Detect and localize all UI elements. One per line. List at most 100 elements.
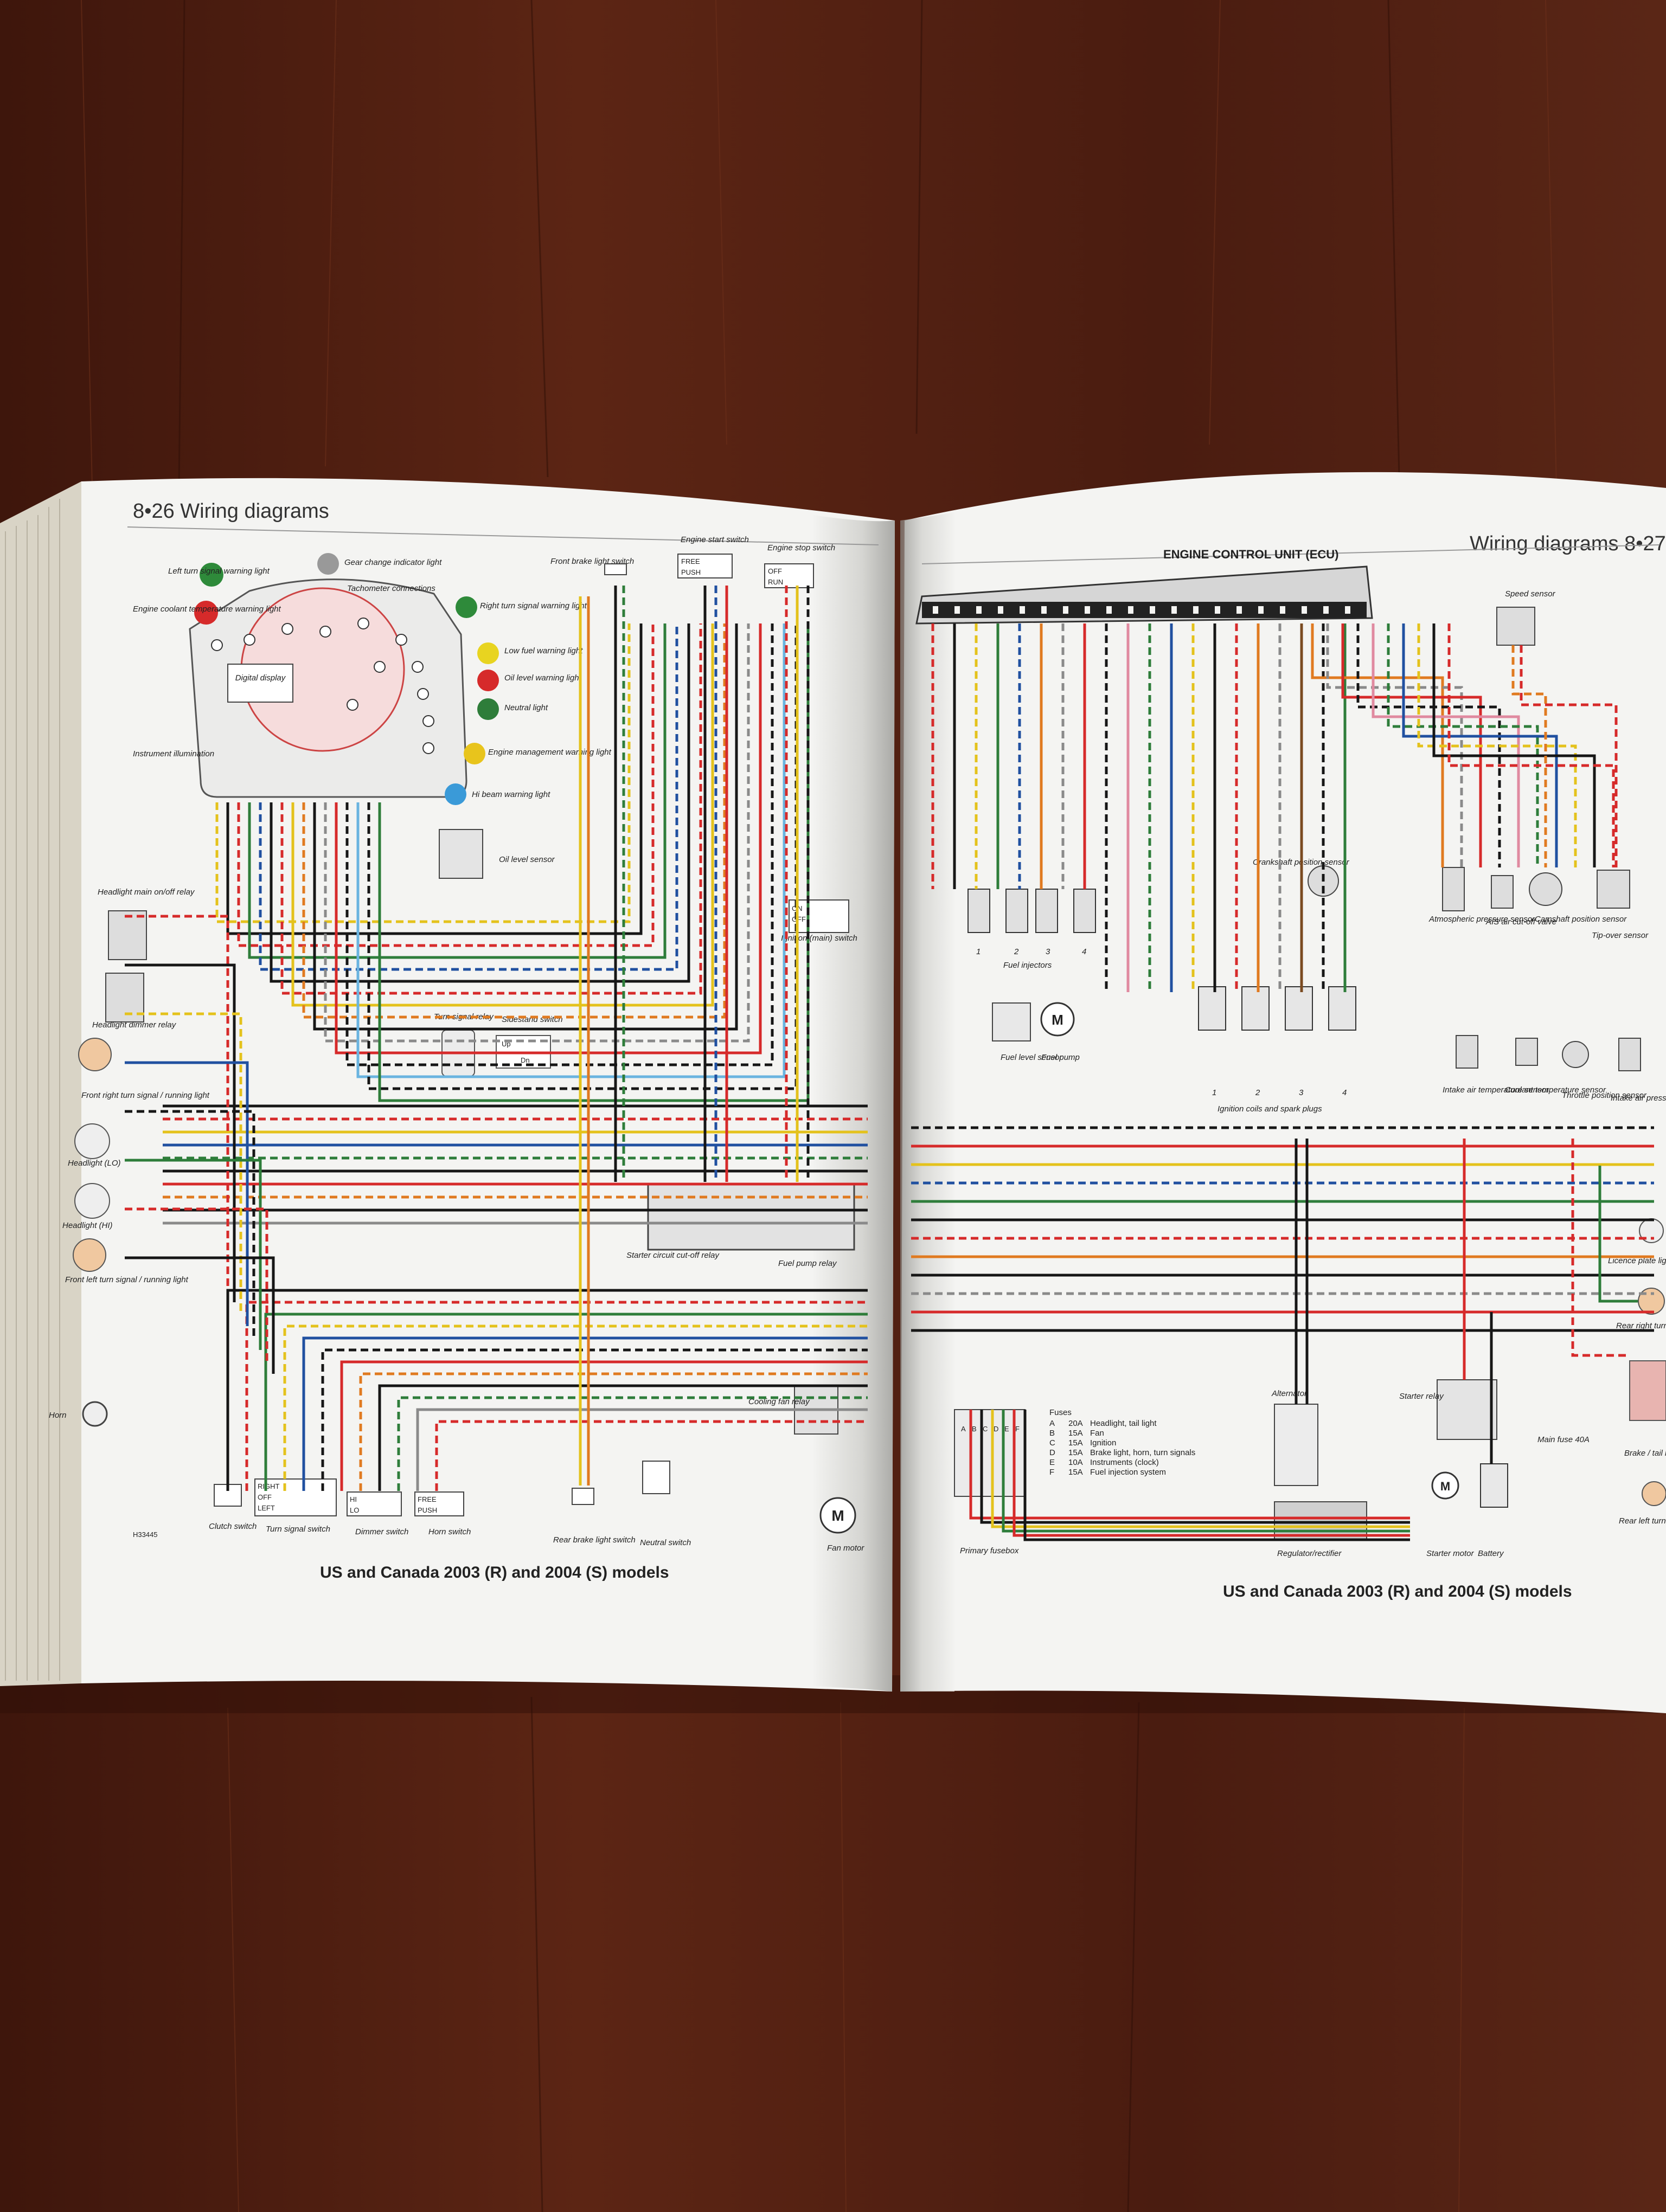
- wire: [969, 1410, 1410, 1520]
- wire: [1311, 623, 1444, 867]
- warning-light-coolant-icon: [194, 601, 218, 625]
- fusebox-e: E: [1004, 1425, 1009, 1433]
- dim-lo-label: LO: [350, 1506, 359, 1514]
- wire: [125, 915, 229, 1290]
- headlight-lo-bulb-icon: [74, 1123, 110, 1159]
- engine-stop-switch-label: Engine stop switch: [767, 543, 835, 552]
- left-turn-label: Left turn signal warning light: [168, 567, 270, 576]
- hi-beam-label: Hi beam warning light: [472, 790, 550, 799]
- turn-signal-switch-label: Turn signal switch: [266, 1525, 330, 1534]
- wire: [302, 1336, 868, 1491]
- fan-motor-icon: M: [819, 1497, 856, 1534]
- low-fuel-label: Low fuel warning light: [504, 646, 583, 655]
- fuel-level-sensor-label: Fuel level sensor: [1001, 1053, 1062, 1062]
- left-page: 8•26 Wiring diagrams Digital display Lef…: [49, 500, 879, 1581]
- fuse-id: A: [1049, 1419, 1055, 1428]
- fuse-amp: 15A: [1068, 1468, 1083, 1477]
- wire: [259, 623, 678, 971]
- wire: [270, 623, 690, 983]
- coil-3-num: 3: [1299, 1088, 1304, 1097]
- wire: [1598, 1166, 1638, 1303]
- atmospheric-sensor-label: Atmospheric pressure sensor: [1428, 915, 1535, 924]
- wire: [125, 1256, 275, 1374]
- throttle-sensor-icon: [1562, 1041, 1589, 1068]
- wire: [1402, 623, 1558, 867]
- stop-off-label: OFF: [768, 567, 782, 575]
- wire: [125, 1012, 242, 1314]
- wire: [397, 1396, 868, 1491]
- coolant-label: Engine coolant temperature warning light: [133, 605, 281, 614]
- wire: [1326, 623, 1463, 867]
- wire: [321, 1348, 868, 1491]
- wire: [215, 623, 631, 923]
- wire: [291, 623, 714, 1007]
- rear-left-turn-label: Rear left turn signal: [1619, 1516, 1666, 1526]
- horn-push-label: PUSH: [418, 1506, 437, 1514]
- fuse-id: B: [1049, 1429, 1055, 1438]
- rear-right-turn-icon: [1638, 1288, 1665, 1315]
- warning-light-right-turn-icon: [456, 596, 477, 618]
- wire: [226, 623, 643, 935]
- coil-1-num: 1: [1212, 1088, 1216, 1097]
- wire: [1372, 623, 1520, 867]
- coolant-temp-label: Coolant temperature sensor: [1505, 1085, 1606, 1095]
- low-fuel-light-icon: [477, 642, 499, 664]
- ignition-coils-label: Ignition coils and spark plugs: [1218, 1104, 1322, 1114]
- brake-light-icon: [1629, 1360, 1666, 1421]
- injector-3-num: 3: [1046, 947, 1050, 956]
- wire: [324, 623, 750, 1043]
- throttle-sensor-label: Throttle position sensor: [1562, 1091, 1647, 1100]
- dimmer-switch-label: Dimmer switch: [355, 1527, 408, 1536]
- alternator-label: Alternator: [1271, 1389, 1308, 1398]
- wire: [1432, 623, 1596, 867]
- wire: [313, 623, 738, 1031]
- wire: [245, 1301, 868, 1491]
- wire: [125, 1061, 249, 1326]
- wire: [378, 1384, 868, 1491]
- rear-right-turn-label: Rear right turn signal: [1616, 1321, 1666, 1330]
- fan-motor-m: M: [831, 1507, 844, 1524]
- fuse-amp: 10A: [1068, 1458, 1083, 1467]
- right-page-caption: US and Canada 2003 (R) and 2004 (S) mode…: [1223, 1583, 1572, 1600]
- fuel-pump-label: Fuel pump: [1041, 1053, 1080, 1062]
- gear-indicator-icon: [317, 553, 339, 575]
- headlight-lo-label: Headlight (LO): [68, 1159, 121, 1168]
- left-page-header: 8•26 Wiring diagrams: [133, 500, 329, 523]
- fusebox-f: F: [1015, 1425, 1020, 1433]
- wire: [1023, 1410, 1410, 1541]
- headlight-relay-label: Headlight main on/off relay: [98, 888, 195, 897]
- brake-light-label: Brake / tail light: [1624, 1449, 1666, 1458]
- fuel-pump-m: M: [1052, 1012, 1063, 1028]
- cooling-fan-relay-label: Cooling fan relay: [748, 1397, 810, 1406]
- regulator-icon: [1274, 1501, 1367, 1540]
- wire: [335, 623, 762, 1054]
- horn-icon: [82, 1401, 108, 1427]
- fan-motor-label: Fan motor: [827, 1544, 864, 1553]
- ign-off-label: OFF: [792, 915, 806, 923]
- fuse-amp: 15A: [1068, 1429, 1083, 1438]
- oil-level-warning-label: Oil level warning light: [504, 673, 582, 683]
- starter-cutoff-relay-label: Starter circuit cut-off relay: [626, 1251, 720, 1260]
- clutch-switch-label: Clutch switch: [209, 1522, 257, 1531]
- horn-free-label: FREE: [418, 1495, 437, 1503]
- instrument-cluster: Digital display: [189, 578, 467, 798]
- wire: [125, 1207, 268, 1362]
- fuse-amp: 20A: [1068, 1419, 1083, 1428]
- diagram-code: H33445: [133, 1531, 158, 1539]
- ais-valve-label: AIS air cut-off valve: [1485, 917, 1556, 927]
- headlight-hi-label: Headlight (HI): [62, 1221, 113, 1230]
- fuse-amp: 15A: [1068, 1448, 1083, 1457]
- wire: [1013, 1410, 1410, 1537]
- wire: [1417, 623, 1577, 867]
- ts-off-label: OFF: [258, 1493, 272, 1501]
- digital-display-label: Digital display: [235, 673, 286, 683]
- starter-motor-icon: M: [1431, 1471, 1459, 1500]
- injector-1-num: 1: [976, 947, 981, 956]
- battery-icon: [1480, 1463, 1508, 1508]
- front-right-turn-label: Front right turn signal / running light: [81, 1091, 210, 1100]
- coil-4-num: 4: [1342, 1088, 1347, 1097]
- fuse-legend-title: Fuses: [1049, 1408, 1072, 1417]
- horn-label: Horn: [49, 1411, 67, 1420]
